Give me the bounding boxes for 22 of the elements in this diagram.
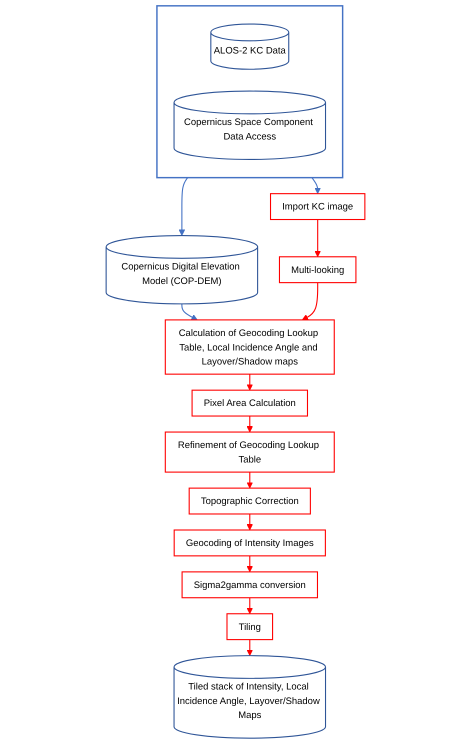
arrow: [246, 472, 253, 488]
arrow: [246, 514, 253, 530]
arrow: [311, 177, 321, 194]
node-box: Refinement of Geocoding Lookup Table: [164, 432, 335, 473]
node-box: Topographic Correction: [188, 488, 311, 515]
node-box: Pixel Area Calculation: [192, 390, 308, 417]
node-box: Tiling: [226, 613, 274, 640]
arrow: [178, 177, 188, 236]
arrow: [246, 640, 253, 656]
node-box: Sigma2gamma conversion: [182, 571, 318, 598]
arrow: [246, 416, 253, 432]
arrow: [246, 598, 253, 614]
arrow: [302, 282, 318, 320]
arrow: [314, 220, 321, 258]
node-box: Import KC image: [270, 193, 366, 220]
node-box: Calculation of Geocoding Lookup Table, Local Incidence Angle and Layover/Shadow maps: [164, 319, 335, 375]
arrow: [246, 374, 253, 390]
arrow: [181, 304, 198, 320]
arrow: [246, 556, 253, 572]
node-box: Geocoding of Intensity Images: [174, 529, 326, 556]
node-box: Multi-looking: [278, 256, 356, 284]
cluster: [156, 5, 344, 178]
